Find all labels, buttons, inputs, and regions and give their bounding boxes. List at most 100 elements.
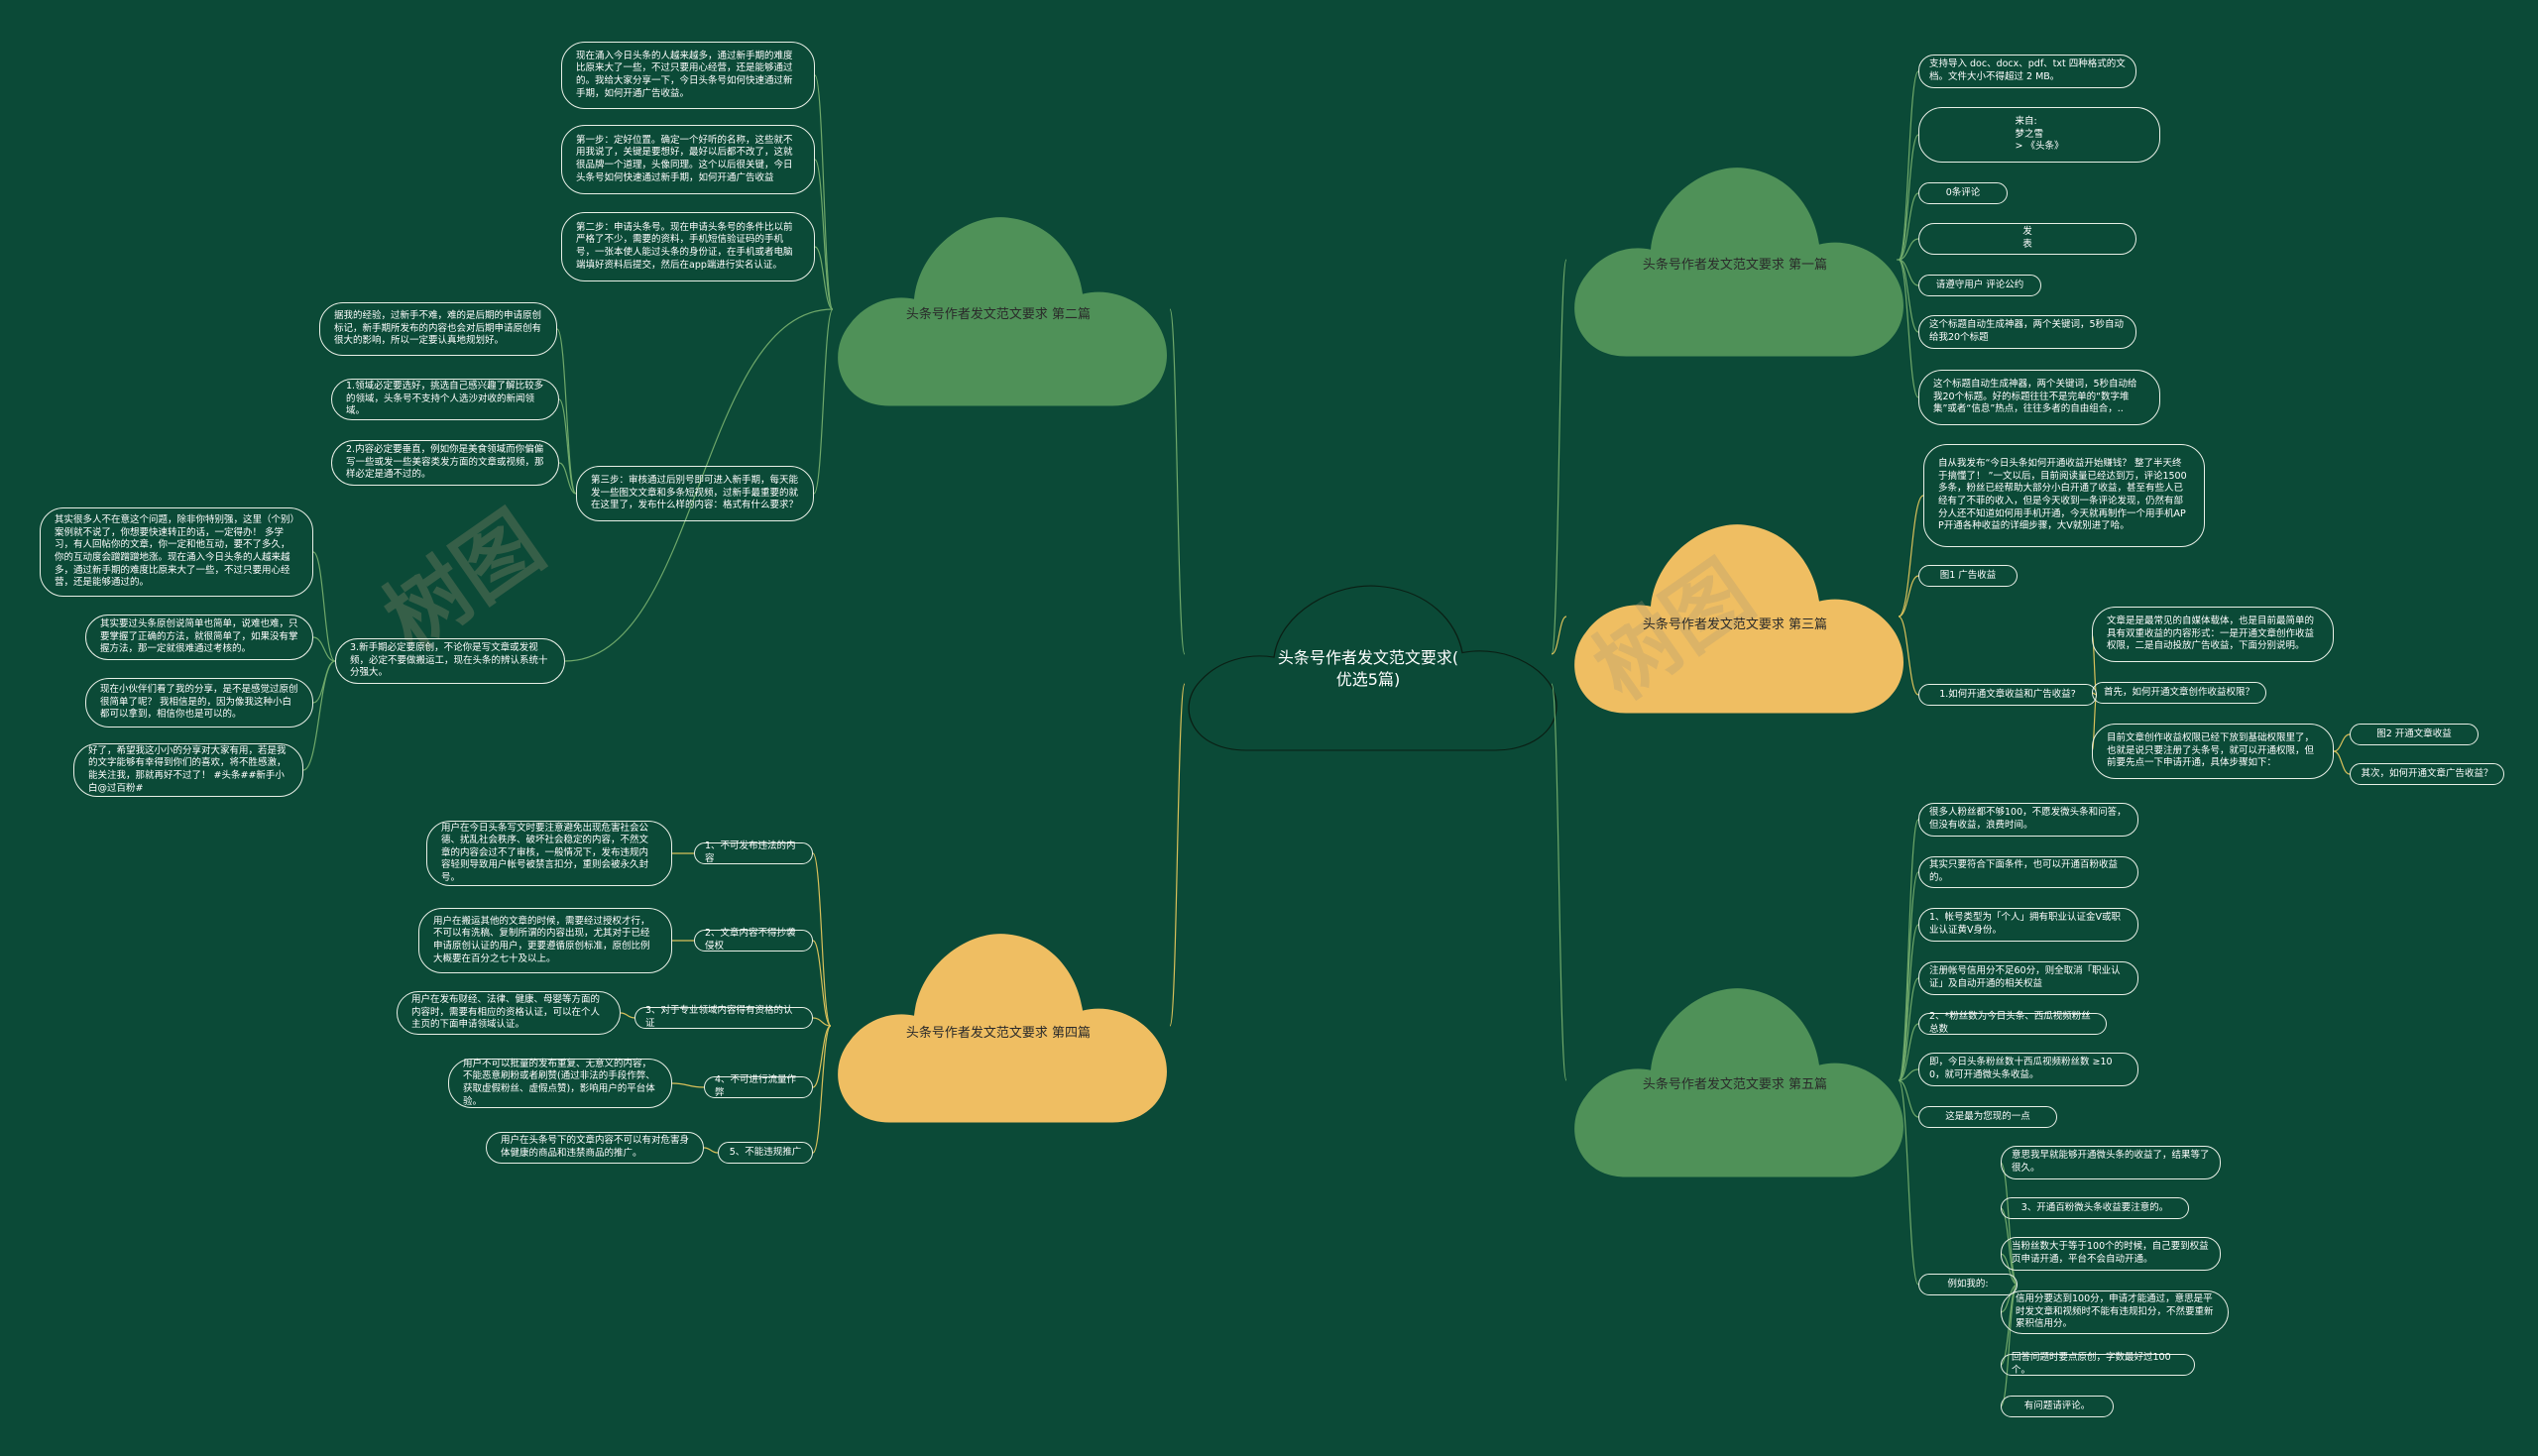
branch-2-item[interactable]: 3.新手期必定要原创，不论你是写文章或发视频，必定不要做搬运工，现在头条的辨认系… bbox=[335, 638, 565, 684]
branch-cloud-4[interactable] bbox=[838, 934, 1167, 1123]
branch-3-item[interactable]: 图1 广告收益 bbox=[1918, 565, 2018, 587]
connector-line bbox=[564, 308, 834, 662]
connector-line bbox=[812, 1025, 832, 1088]
connector-line bbox=[1898, 1023, 1919, 1081]
branch-1-item[interactable]: 这个标题自动生成神器，两个关键词，5秒自动给我20个标题 bbox=[1918, 315, 2136, 349]
branch-2-subitem[interactable]: 2.内容必定要垂直，例如你是美食领域而你偏偏写一些或发一些美容类发方面的文章或视… bbox=[331, 440, 559, 486]
connector-line bbox=[671, 1082, 705, 1088]
branch-5-subitem[interactable]: 当粉丝数大于等于100个的时候，自己要到权益页申请开通，平台不会自动开通。 bbox=[2001, 1237, 2221, 1271]
connector-line bbox=[312, 636, 336, 662]
branch-2-subitem[interactable]: 其实要过头条原创说简单也简单，说难也难，只要掌握了正确的方法，就很简单了，如果没… bbox=[85, 615, 313, 660]
branch-5-title[interactable]: 头条号作者发文范文要求 第五篇 bbox=[1642, 1076, 1828, 1092]
connector-line bbox=[1898, 1079, 1919, 1286]
center-topic[interactable]: 头条号作者发文范文要求( 优选5篇) bbox=[1277, 647, 1459, 689]
connector-line bbox=[1898, 192, 1919, 261]
branch-1-item[interactable]: 0条评论 bbox=[1918, 182, 2008, 204]
branch-5-subitem[interactable]: 意思我早就能够开通微头条的收益了，结果等了很久。 bbox=[2001, 1146, 2221, 1179]
branch-3-subitem[interactable]: 文章是是最常见的自媒体载体，也是目前最简单的具有双重收益的内容形式：一是开通文章… bbox=[2092, 607, 2334, 662]
branch-cloud-1[interactable] bbox=[1574, 168, 1904, 357]
branch-1-item[interactable]: 发 表 bbox=[1918, 223, 2136, 255]
connector-line bbox=[1551, 683, 1567, 1081]
connector-line bbox=[814, 159, 834, 310]
branch-4-title[interactable]: 头条号作者发文范文要求 第四篇 bbox=[905, 1025, 1092, 1041]
connector-line bbox=[1898, 259, 1919, 333]
branch-4-item[interactable]: 3、对于专业领域内容得有资格的认证 bbox=[634, 1005, 813, 1029]
connector-line bbox=[312, 660, 336, 704]
branch-5-subitem[interactable]: 3、开通百粉微头条收益要注意的。 bbox=[2001, 1197, 2189, 1219]
connector-line bbox=[620, 1012, 635, 1019]
branch-1-item[interactable]: 支持导入 doc、docx、pdf、txt 四种格式的文档。文件大小不得超过 2… bbox=[1918, 55, 2136, 88]
branch-4-item[interactable]: 5、不能违规推广 bbox=[718, 1142, 813, 1164]
branch-5-subitem[interactable]: 有问题请评论。 bbox=[2001, 1396, 2114, 1417]
branch-1-title[interactable]: 头条号作者发文范文要求 第一篇 bbox=[1642, 257, 1828, 273]
branch-cloud-3[interactable] bbox=[1574, 524, 1904, 714]
connector-line bbox=[1169, 683, 1186, 1027]
connector-line bbox=[302, 660, 336, 771]
connector-line bbox=[812, 1017, 832, 1027]
branch-4-item[interactable]: 注册帐号信用分不足60分，则全取消「职业认证」及自动开通的相关权益 bbox=[1918, 961, 2138, 995]
branch-3-subitem[interactable]: 首先，如何开通文章创作收益权限？ bbox=[2092, 682, 2266, 704]
branch-3-subitem[interactable]: 其次，如何开通文章广告收益？ bbox=[2350, 763, 2504, 785]
branch-2-subitem[interactable]: 1.领域必定要选好，挑选自己感兴趣了解比较多的领域，头条号不支持个人选沙对收的新… bbox=[331, 379, 559, 420]
branch-3-item[interactable]: 1.如何开通文章收益和广告收益? bbox=[1918, 684, 2097, 706]
connector-line bbox=[1898, 495, 1924, 617]
connector-line bbox=[813, 308, 834, 495]
branch-4-subitem[interactable]: 用户不可以批量的发布重复、无意义的内容，不能恶意刷粉或者刷赞(通过非法的手段作弊… bbox=[448, 1059, 672, 1108]
branch-4-item[interactable]: 2、文章内容不得抄袭侵权 bbox=[694, 928, 813, 952]
connector-line bbox=[2333, 733, 2351, 752]
connector-line bbox=[812, 852, 832, 1027]
branch-4-item[interactable]: 很多人粉丝都不够100，不愿发微头条和问答，但没有收益，浪费时间。 bbox=[1918, 803, 2138, 837]
branch-4-item[interactable]: 1、不可发布违法的内容 bbox=[694, 840, 813, 864]
branch-3-subitem[interactable]: 图2 开通文章收益 bbox=[2350, 724, 2479, 745]
connector-line bbox=[1898, 1079, 1919, 1118]
branch-4-item[interactable]: 即，今日头条粉丝数十西瓜视频粉丝数 ≥100，就可开通微头条收益。 bbox=[1918, 1053, 2138, 1086]
branch-4-subitem[interactable]: 用户在头条号下的文章内容不可以有对危害身体健康的商品和违禁商品的推广。 bbox=[486, 1132, 704, 1164]
branch-cloud-5[interactable] bbox=[1574, 988, 1904, 1177]
branch-3-title[interactable]: 头条号作者发文范文要求 第三篇 bbox=[1642, 616, 1828, 632]
branch-4-subitem[interactable]: 用户在今日头条写文时要注意避免出现危害社会公德、扰乱社会秩序、破坏社会稳定的内容… bbox=[426, 821, 672, 886]
connector-line bbox=[1898, 259, 1919, 398]
branch-2-item[interactable]: 第三步：审核通过后别号即可进入新手期，每天能发一些图文文章和多条短视频，过新手最… bbox=[576, 466, 814, 521]
branch-1-item[interactable]: 请遵守用户 评论公约 bbox=[1918, 275, 2041, 296]
branch-4-subitem[interactable]: 用户在搬运其他的文章的时候，需要经过授权才行，不可以有洗稿、复制所谓的内容出现，… bbox=[418, 908, 672, 973]
branch-2-item[interactable]: 第一步：定好位置。确定一个好听的名称，这些就不用我说了，关键是要想好，最好以后都… bbox=[561, 125, 815, 194]
connector-line bbox=[1898, 819, 1919, 1081]
connector-line bbox=[1898, 70, 1919, 261]
branch-1-item[interactable]: 这个标题自动生成神器，两个关键词，5秒自动给我20个标题。好的标题往往不是完单的… bbox=[1918, 370, 2160, 425]
connector-line bbox=[814, 246, 834, 310]
branch-4-item[interactable]: 1、帐号类型为「个人」拥有职业认证金V或职业认证黄V身份。 bbox=[1918, 908, 2138, 942]
connector-line bbox=[1898, 134, 1919, 261]
connector-line bbox=[1551, 259, 1567, 655]
connector-line bbox=[1898, 924, 1919, 1081]
branch-4-item[interactable]: 这是最为您现的一点 bbox=[1918, 1106, 2057, 1128]
branch-3-item[interactable]: 自从我发布“今日头条如何开通收益开始赚钱？ 整了半天终于搞懂了！ ”一文以后，目… bbox=[1923, 444, 2205, 547]
connector-line bbox=[556, 328, 577, 495]
branch-4-item[interactable]: 例如我的: bbox=[1918, 1274, 2018, 1295]
branch-2-subitem[interactable]: 现在小伙伴们看了我的分享，是不是感觉过原创很简单了呢？ 我相信是的，因为像我这种… bbox=[85, 678, 313, 728]
connector-line bbox=[1898, 616, 1919, 696]
branch-3-subitem[interactable]: 目前文章创作收益权限已经下放到基础权限里了，也就是说只要注册了头条号，就可以开通… bbox=[2092, 724, 2334, 779]
branch-5-subitem[interactable]: 回答问题时要点原创，字数最好过100个。 bbox=[2001, 1352, 2195, 1376]
connector-line bbox=[1898, 575, 1919, 617]
branch-4-item[interactable]: 4、不可进行流量作弊 bbox=[704, 1074, 813, 1098]
branch-4-item[interactable]: 其实只要符合下面条件，也可以开通百粉收益的。 bbox=[1918, 856, 2138, 888]
connector-line bbox=[2333, 750, 2351, 775]
branch-4-subitem[interactable]: 用户在发布财经、法律、健康、母婴等方面的内容时，需要有相应的资格认证，可以在个人… bbox=[397, 991, 621, 1035]
branch-5-subitem[interactable]: 信用分要达到100分，申请才能通过，意思是平时发文章和视频时不能有违规扣分，不然… bbox=[2001, 1290, 2229, 1334]
connector-line bbox=[1898, 1068, 1919, 1081]
branch-2-subitem[interactable]: 据我的经验，过新手不难，难的是后期的申请原创标记，新手期所发布的内容也会对后期申… bbox=[319, 302, 557, 356]
branch-4-item[interactable]: 2、*粉丝数为今日头条、西瓜视频粉丝总数 bbox=[1918, 1011, 2107, 1035]
branch-2-title[interactable]: 头条号作者发文范文要求 第二篇 bbox=[905, 306, 1092, 322]
branch-1-item[interactable]: 来自: 梦之雪 > 《头条》 bbox=[1918, 107, 2160, 163]
connector-line bbox=[812, 940, 832, 1027]
branch-2-subitem[interactable]: 其实很多人不在意这个问题，除非你特别强，这里（个别）案例就不说了，你想要快速转正… bbox=[40, 507, 313, 597]
branch-2-item[interactable]: 现在涌入今日头条的人越来越多，通过新手期的难度比原来大了一些，不过只要用心经营，… bbox=[561, 42, 815, 109]
branch-cloud-2[interactable] bbox=[838, 217, 1167, 406]
connector-line bbox=[1551, 616, 1567, 655]
branch-2-item[interactable]: 第二步：申请头条号。现在申请头条号的条件比以前严格了不少，需要的资料，手机短信验… bbox=[561, 212, 815, 281]
connector-line bbox=[558, 462, 577, 495]
center-cloud[interactable] bbox=[1188, 585, 1557, 751]
branch-2-subitem[interactable]: 好了，希望我这小小的分享对大家有用，若是我的文字能够有幸得到你们的喜欢，将不胜感… bbox=[73, 743, 303, 797]
